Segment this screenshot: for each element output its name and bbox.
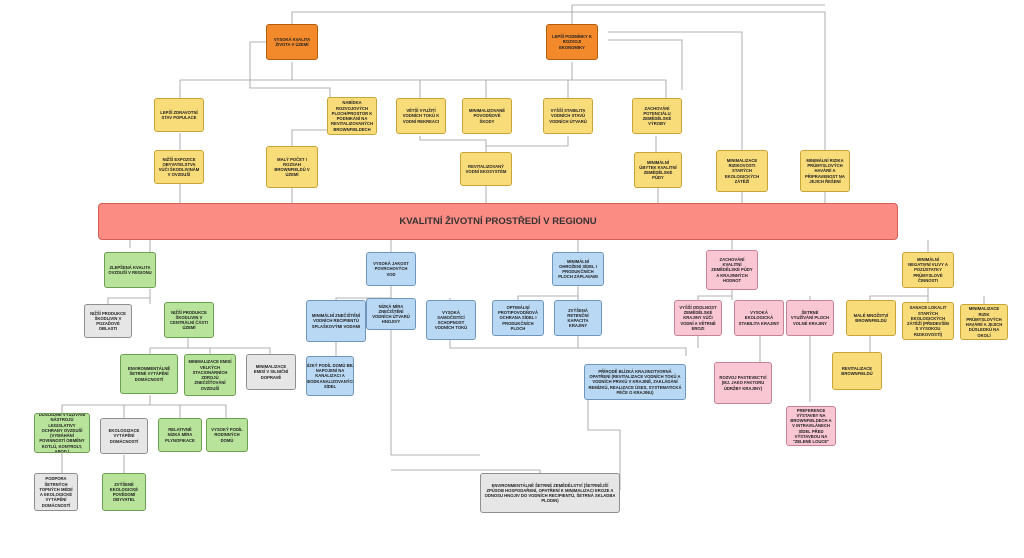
node-lower-exposure: NIŽŠÍ EXPOZICE OBYVATELSTVA VŮČI ŠKODLIV… xyxy=(154,150,204,184)
node-fertilizer-pollution: NÍZKÁ MÍRA ZNEČIŠTĚNÍ VODNÍCH ÚTVARŮ HNO… xyxy=(366,298,416,330)
node-ecological-stability: VYSOKÁ EKOLOGICKÁ STABILITA KRAJINY xyxy=(734,300,784,336)
node-agri-potential: ZACHOVÁNÍ POTENCIÁLU ZEMĚDĚLSKÉ VÝROBY xyxy=(632,98,682,134)
node-central-emissions: NIŽŠÍ PRODUKCE ŠKODLIVIN V CENTRÁLNÍ ČÁS… xyxy=(164,302,214,338)
node-surface-water: VYSOKÁ JAKOST POVRCHOVÝCH VOD xyxy=(366,252,416,286)
node-eco-heating: ENVIRONMENTÁLNĚ ŠETRNÉ VYTÁPĚNÍ DOMÁCNOS… xyxy=(120,354,178,394)
main-goal-bar: KVALITNÍ ŽIVOTNÍ PROSTŘEDÍ V REGIONU xyxy=(98,203,898,240)
node-fuel-support: PODPORA ŠETRNÝCH TOPNÝCH MÉDIÍ A EKOLOGI… xyxy=(34,473,78,511)
node-stationary-emissions: MINIMALIZACE EMISÍ VELKÝCH STACIONÁRNÍCH… xyxy=(184,354,236,396)
node-flood-damage: MINIMALIZOVANÉ POVODŇOVÉ ŠKODY xyxy=(462,98,512,134)
node-few-brownfields: MALÝ POČET I ROZSAH BROWNFIELDŮ V ÚZEMÍ xyxy=(266,146,318,188)
node-sewage-pollution: MINIMÁLNÍ ZNEČIŠTĚNÍ VODNÍCH RECIPIENTŮ … xyxy=(306,300,366,342)
node-few-brownfields-lower: MALÉ MNOŽSTVÍ BROWNFIELDŮ xyxy=(846,300,896,336)
node-gasification: RELATIVNĚ NÍZKÁ MÍRA PLYNOFIKACE xyxy=(158,418,202,452)
node-self-cleaning: VYSOKÁ SAMOČISTÍCÍ SCHOPNOST VODNÍCH TOK… xyxy=(426,300,476,340)
node-build-preference: PREFERENCE VÝSTAVBY NA BROWNFIELDECH A V… xyxy=(786,406,836,446)
outcome-high-quality-of-life: VYSOKÁ KVALITA ŽIVOTA V ÚZEMÍ xyxy=(266,24,318,60)
node-industrial-accidents: MINIMÁLNÍ RIZIKA PRŮMYSLOVÝCH HAVÁRIÍ A … xyxy=(800,150,850,192)
node-accident-risk: MINIMALIZACE RIZIK PRŮMYSLOVÝCH HAVÁRIÍ … xyxy=(960,304,1008,340)
node-open-landscape: ŠETRNÉ VYUŽÍVÁNÍ PLOCH VOLNÉ KRAJINY xyxy=(786,300,834,336)
node-traffic-emissions: MINIMALIZACE EMISÍ V SILNIČNÍ DOPRAVĚ xyxy=(246,354,296,390)
node-erosion-resistance: VYŠŠÍ ODOLNOST ZEMĚDĚLSKÉ KRAJINY VŮČI V… xyxy=(674,300,722,336)
node-eco-agriculture: ENVIRONMENTÁLNĚ ŠETRNÉ ZEMĚDĚLSTVÍ (ŠETR… xyxy=(480,473,620,513)
node-better-health: LEPŠÍ ZDRAVOTNÍ STAV POPULACE xyxy=(154,98,204,132)
node-air-legislation: DŮSLEDNÉ VYUŽÍVÁNÍ NÁSTROJŮ LEGISLATIVY … xyxy=(34,413,90,453)
node-retention: ZVÝŠENÁ RETENČNÍ KAPACITA KRAJINY xyxy=(554,300,602,336)
node-sewer-connection: NÍZKÝ PODÍL DOMŮ BEZ NAPOJENÍ NA KANALIZ… xyxy=(306,356,354,396)
node-brownfield-revitalization: REVITALIZACE BROWNFIELDŮ xyxy=(832,352,882,390)
node-brownfield-offer: NABÍDKA ROZVOJOVÝCH PLOCH/PROSTOR K PODN… xyxy=(327,97,377,135)
node-background-emissions: NIŽŠÍ PRODUKCE ŠKODLIVIN V POZAĎOVÉ OBLA… xyxy=(84,304,132,338)
node-remediation: SANACE LOKALIT STARÝCH EKOLOGICKÝCH ZÁTĚ… xyxy=(902,302,954,340)
node-eco-awareness: ZVÝŠENÉ EKOLOGICKÉ POVĚDOMÍ OBYVATEL xyxy=(102,473,146,511)
node-water-stability: VYŠŠÍ STABILITA VODNÍCH STAVŮ VODNÍCH ÚT… xyxy=(543,98,593,134)
node-family-houses: VYSOKÝ PODÍL RODINNÝCH DOMŮ xyxy=(206,418,248,452)
node-flood-threat: MINIMÁLNÍ OHROŽENÍ SÍDEL I PRODUKČNÍCH P… xyxy=(552,252,604,286)
node-grazing: ROZVOJ PASTEVECTVÍ (MJ. JAKO FAKTORU ÚDR… xyxy=(714,362,772,404)
node-nature-measures: PŘÍRODĚ BLÍZKÁ KRAJINOTVORNÁ OPATŘENÍ (R… xyxy=(584,364,686,400)
node-revitalized-ecosystem: REVITALIZOVANÝ VODNÍ EKOSYSTÉM xyxy=(460,152,512,186)
node-min-soil-loss: MINIMÁLNÍ ÚBYTEK KVALITNÍ ZEMĚDĚLSKÉ PŮD… xyxy=(634,152,682,188)
outcome-better-economic-conditions: LEPŠÍ PODMÍNKY K ROZVOJI EKONOMIKY xyxy=(546,24,598,60)
node-heating-ecologization: EKOLOGIZACE VYTÁPĚNÍ DOMÁCNOSTÍ xyxy=(100,418,148,454)
node-flood-protection: OPTIMÁLNÍ PROTIPOVODŇOVÁ OCHRANA SÍDEL I… xyxy=(492,300,544,336)
node-industrial-impacts: MINIMÁLNÍ NEGATIVNÍ VLIVY A POZŮSTATKY P… xyxy=(902,252,954,288)
node-soil-landscape: ZACHOVÁNÍ KVALITNÍ ZEMĚDĚLSKÉ PŮDY A KRA… xyxy=(706,250,758,290)
node-water-recreation: VĚTŠÍ VYUŽITÍ VODNÍCH TOKŮ K VODNÍ REKRE… xyxy=(396,98,446,134)
node-old-burdens: MINIMALIZACE RIZIKOVOSTI STARÝCH EKOLOGI… xyxy=(716,150,768,192)
node-improved-air: ZLEPŠENÁ KVALITA OVZDUŠÍ V REGIONU xyxy=(104,252,156,288)
